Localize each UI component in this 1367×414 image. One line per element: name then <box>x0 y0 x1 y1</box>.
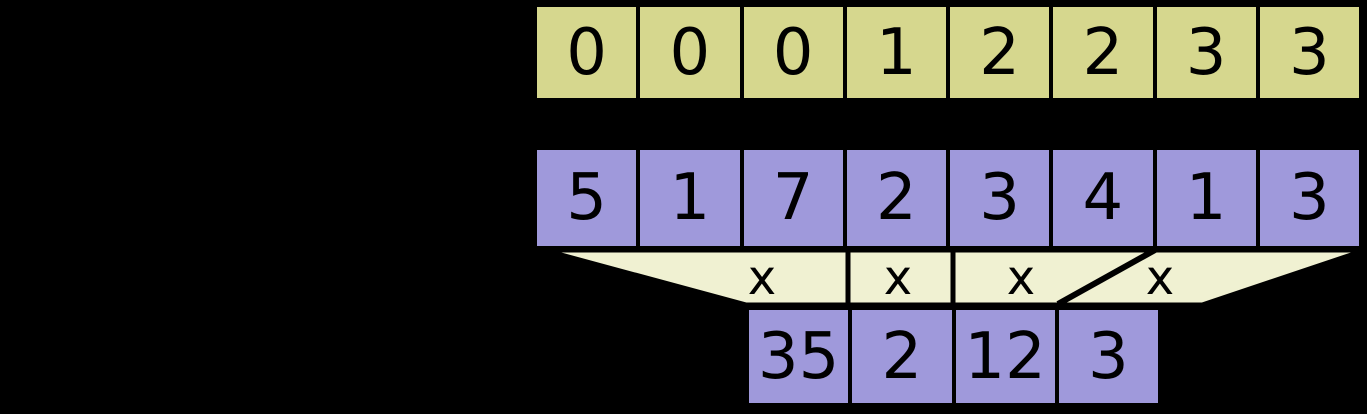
value-cell: 3 <box>950 150 1050 246</box>
result-cell: 12 <box>955 310 1055 403</box>
value-cell: 2 <box>846 150 946 246</box>
result-row: 35 2 12 3 <box>745 306 1162 407</box>
funnel-diagonal-divider <box>1056 247 1157 307</box>
result-cell: 2 <box>852 310 952 403</box>
key-cell: 2 <box>950 7 1050 98</box>
key-cell: 0 <box>640 7 740 98</box>
value-cell: 1 <box>1156 150 1256 246</box>
value-cell: 1 <box>640 150 740 246</box>
key-cell: 1 <box>846 7 946 98</box>
result-cell: 3 <box>1058 310 1158 403</box>
value-cell: 7 <box>743 150 843 246</box>
multiply-operator-label: x <box>747 250 777 306</box>
values-row: 5 1 7 2 3 4 1 3 <box>533 146 1363 250</box>
multiply-operator-label: x <box>883 250 913 306</box>
value-cell: 5 <box>537 150 637 246</box>
value-cell: 3 <box>1259 150 1359 246</box>
keys-row: 0 0 0 1 2 2 3 3 <box>533 3 1363 102</box>
key-cell: 2 <box>1053 7 1153 98</box>
multiply-operator-label: x <box>1006 250 1036 306</box>
value-cell: 4 <box>1053 150 1153 246</box>
key-cell: 3 <box>1156 7 1256 98</box>
key-cell: 0 <box>537 7 637 98</box>
result-cell: 35 <box>749 310 849 403</box>
key-cell: 0 <box>743 7 843 98</box>
key-cell: 3 <box>1259 7 1359 98</box>
multiply-operator-label: x <box>1145 250 1175 306</box>
